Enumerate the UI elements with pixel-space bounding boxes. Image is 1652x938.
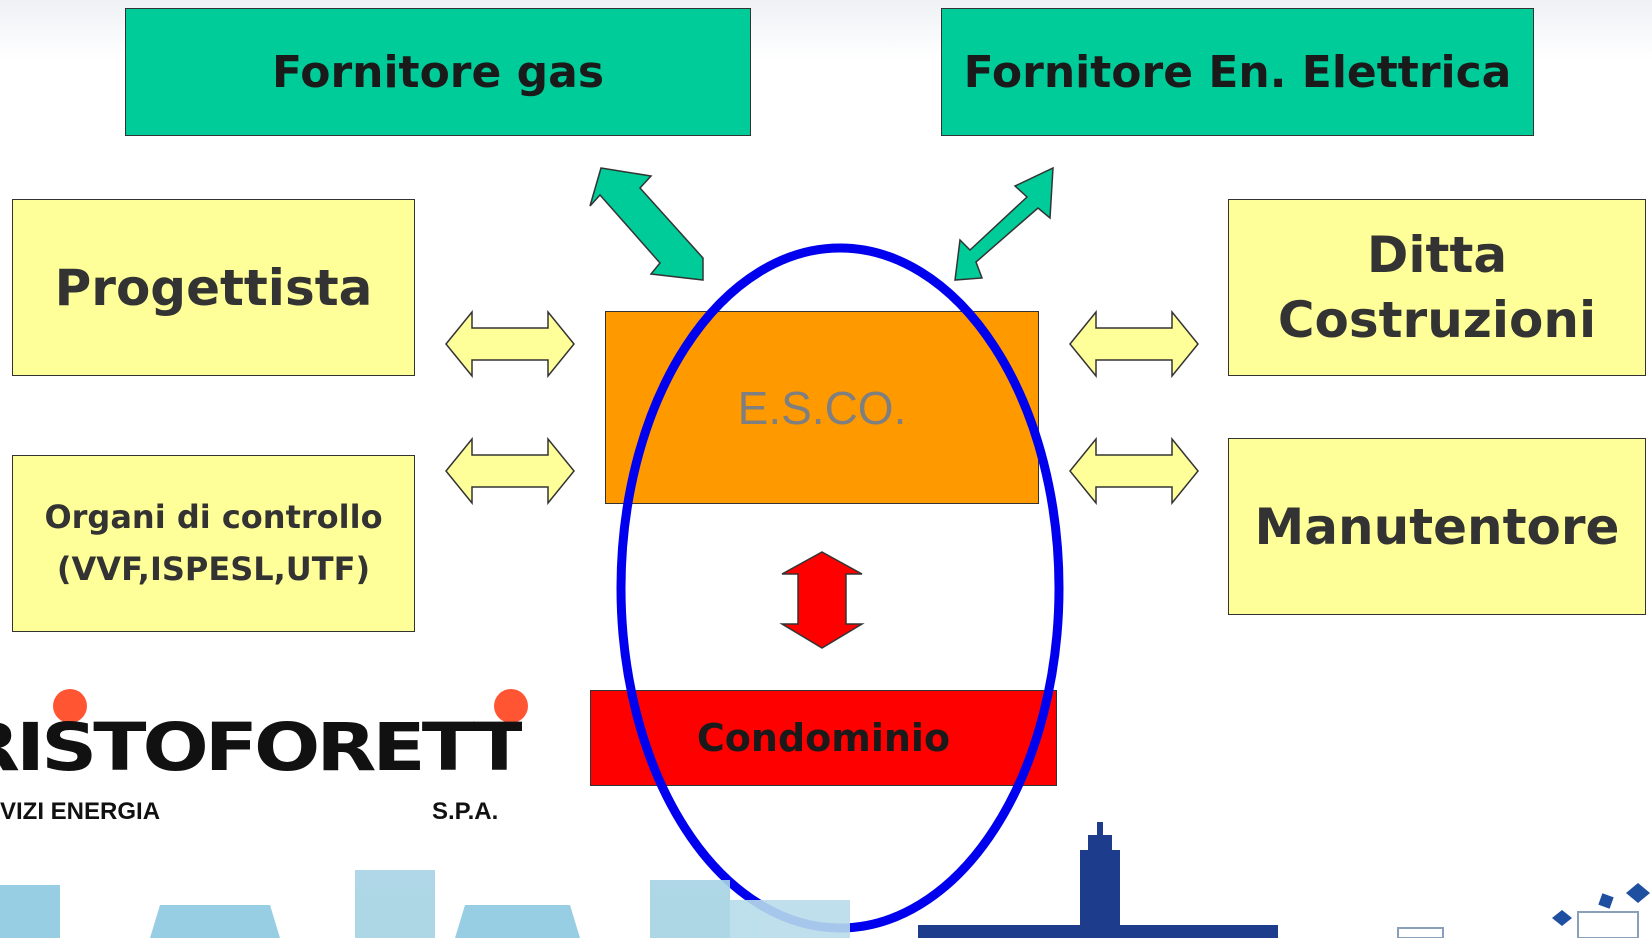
- logo-left-text: VIZI ENERGIA: [0, 798, 161, 825]
- company-logo: RISTOFORETTI: [0, 718, 522, 798]
- esco-condominio-double-arrow: [779, 551, 865, 649]
- organi-double-arrow: [445, 436, 575, 506]
- cubes-icon: [1397, 883, 1650, 938]
- ditta-costruzioni-box: Ditta Costruzioni: [1228, 199, 1646, 376]
- manutentore-double-arrow: [1069, 436, 1199, 506]
- manutentore-box: Manutentore: [1228, 438, 1646, 615]
- condominio-box: Condominio: [590, 690, 1057, 786]
- fornitore-gas-label: Fornitore gas: [271, 46, 605, 98]
- ditta-line2: Costruzioni: [1277, 290, 1597, 349]
- progettista-box: Progettista: [12, 199, 415, 376]
- progettista-double-arrow: [445, 309, 575, 379]
- fornitore-gas-box: Fornitore gas: [125, 8, 751, 136]
- organi-controllo-line1: Organi di controllo: [44, 498, 383, 537]
- esco-label: E.S.CO.: [737, 381, 907, 434]
- logo-wordmark: RISTOFORETTI: [0, 718, 522, 787]
- logo-right-text: S.P.A.: [432, 798, 499, 825]
- elettrica-double-arrow: [954, 166, 1054, 281]
- tower-icon: [918, 822, 1278, 938]
- ditta-double-arrow: [1069, 309, 1199, 379]
- fornitore-elettrica-box: Fornitore En. Elettrica: [941, 8, 1534, 136]
- fornitore-elettrica-label: Fornitore En. Elettrica: [963, 46, 1512, 98]
- ditta-line1: Ditta: [1366, 225, 1508, 284]
- manutentore-label: Manutentore: [1254, 497, 1620, 556]
- condominio-label: Condominio: [696, 716, 951, 760]
- organi-controllo-box: Organi di controllo (VVF,ISPESL,UTF): [12, 455, 415, 632]
- skyline-decoration: [0, 870, 850, 938]
- gas-double-arrow: [589, 167, 704, 281]
- logo-dot-left: [53, 689, 87, 723]
- organi-controllo-line2: (VVF,ISPESL,UTF): [56, 549, 371, 588]
- progettista-label: Progettista: [54, 258, 373, 317]
- esco-box: E.S.CO.: [605, 311, 1039, 504]
- logo-dot-right: [494, 689, 528, 723]
